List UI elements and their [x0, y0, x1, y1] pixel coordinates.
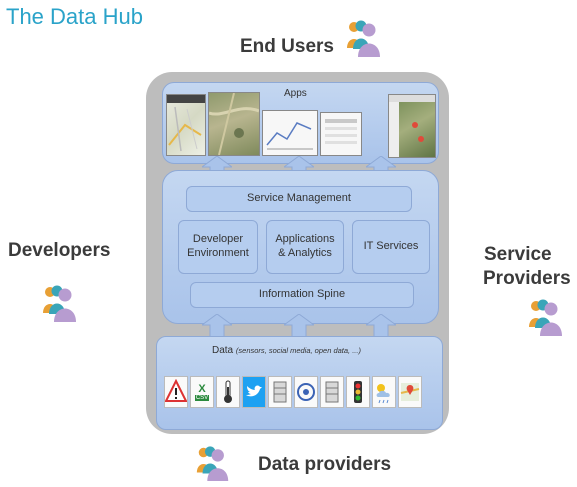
app-screenshot-table	[320, 112, 362, 156]
service-providers-label-line1: Service	[484, 244, 552, 265]
arrow-up-icon	[202, 156, 232, 180]
traffic-light-icon	[346, 376, 370, 408]
end-users-person-icon	[344, 16, 384, 60]
arrow-up-icon	[202, 314, 232, 338]
data-label: Data (sensors, social media, open data, …	[212, 345, 361, 356]
database-icon	[320, 376, 344, 408]
app-screenshot-chart	[262, 110, 318, 156]
applications-analytics-box: Applications & Analytics	[266, 220, 344, 274]
excel-badge: X	[198, 383, 206, 395]
service-management-box: Service Management	[186, 186, 412, 212]
developers-person-icon	[40, 280, 80, 326]
apps-label: Apps	[284, 88, 307, 99]
information-spine-label: Information Spine	[258, 288, 346, 301]
satellite-map-icon	[389, 95, 435, 157]
data-sources-text: (sensors, social media, open data, ...)	[235, 346, 361, 355]
warning-sign-icon	[164, 376, 188, 408]
developer-environment-box: Developer Environment	[178, 220, 258, 274]
app-screenshot-satellite	[388, 94, 436, 158]
arrow-up-icon	[366, 156, 396, 180]
road-map-icon	[167, 95, 205, 152]
arrow-up-icon	[366, 314, 396, 338]
twitter-icon	[242, 376, 266, 408]
aerial-photo-icon	[209, 93, 259, 155]
page-title: The Data Hub	[6, 4, 143, 29]
developer-environment-line2: Environment	[187, 247, 249, 259]
database-icon	[268, 376, 292, 408]
csv-badge: CSV	[194, 395, 210, 401]
service-providers-person-icon	[526, 294, 566, 340]
applications-analytics-line1: Applications	[275, 233, 335, 246]
developer-environment-line1: Developer	[192, 233, 244, 246]
line-chart-icon	[266, 122, 313, 150]
service-management-label: Service Management	[247, 192, 351, 205]
arrow-up-icon	[284, 156, 314, 180]
thermometer-icon	[216, 376, 240, 408]
it-services-box: IT Services	[352, 220, 430, 274]
arrow-up-icon	[284, 314, 314, 338]
spreadsheet-icon: X CSV	[190, 376, 214, 408]
it-services-label: IT Services	[363, 240, 419, 253]
data-providers-label: Data providers	[258, 454, 392, 475]
data-source-icons: X CSV	[164, 376, 422, 408]
table-icon	[325, 119, 357, 144]
information-spine-box: Information Spine	[190, 282, 414, 308]
developers-label: Developers	[8, 240, 111, 261]
app-screenshot-aerial	[208, 92, 260, 156]
applications-analytics-line2: & Analytics	[278, 247, 332, 259]
data-providers-person-icon	[194, 442, 232, 484]
map-pin-icon	[398, 376, 422, 408]
service-providers-label-line2: Providers	[483, 268, 571, 289]
app-screenshot-map	[166, 94, 206, 156]
weather-icon	[372, 376, 396, 408]
data-label-text: Data	[212, 345, 234, 356]
network-icon	[294, 376, 318, 408]
end-users-label: End Users	[240, 36, 334, 57]
